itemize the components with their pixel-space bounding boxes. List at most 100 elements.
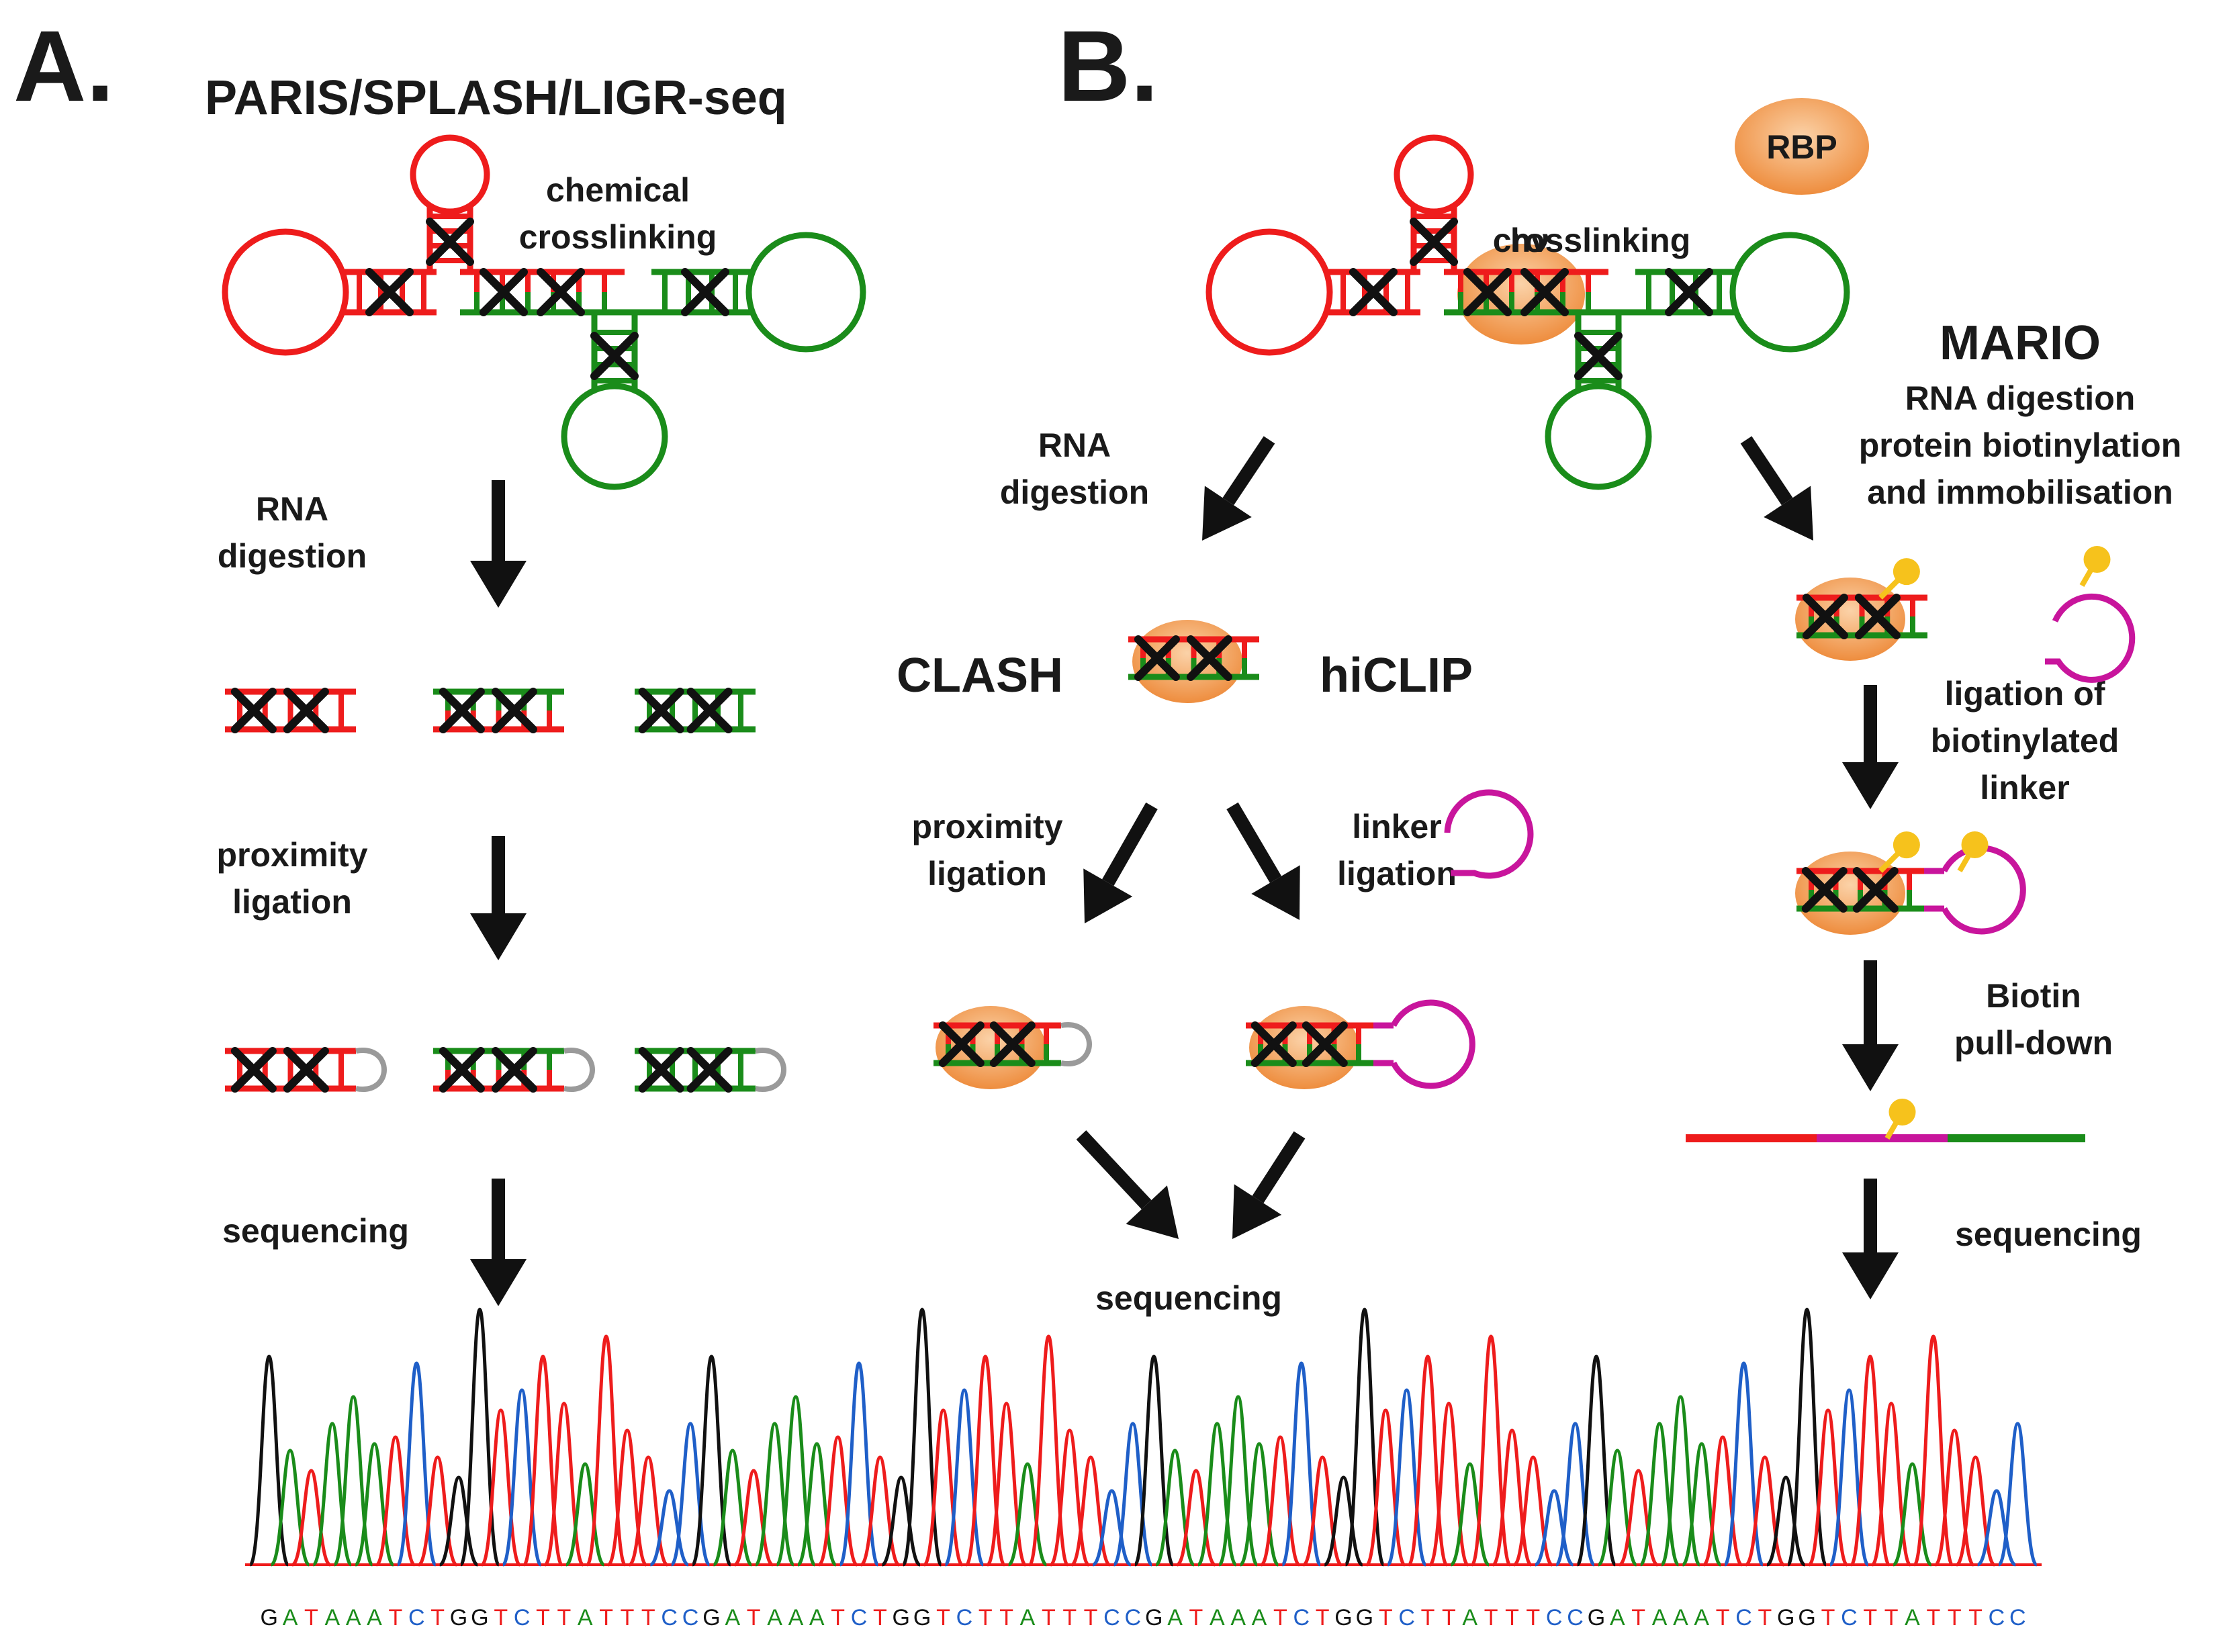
base-letter: G — [1334, 1605, 1352, 1631]
chromatogram-peak-A — [1639, 1422, 1680, 1567]
chromatogram-peak-C — [838, 1361, 880, 1567]
arrow-head — [1202, 486, 1252, 541]
base-letter: A — [1673, 1605, 1688, 1631]
chromatogram-peak-G — [690, 1355, 733, 1567]
chromatogram-peak-C — [1091, 1489, 1132, 1567]
base-letter: T — [978, 1605, 993, 1631]
base-letter: T — [1968, 1605, 1983, 1631]
chromatogram-peak-T — [1028, 1334, 1070, 1567]
digestion-label: digestion — [218, 537, 367, 575]
biotin-ball — [1893, 558, 1920, 586]
clash-label: CLASH — [897, 649, 1063, 702]
crosslink-x — [537, 268, 585, 316]
linker-loop — [1390, 999, 1475, 1089]
chromatogram-peak-G — [1786, 1307, 1828, 1567]
crosslink-x — [1186, 635, 1232, 681]
crosslink-x — [1349, 268, 1398, 316]
base-letter: T — [1273, 1605, 1287, 1631]
base-letter: A — [1020, 1605, 1036, 1631]
digestion-label-b: digestion — [1000, 473, 1149, 511]
base-letter: T — [1316, 1605, 1330, 1631]
chromatogram-peak-T — [1913, 1334, 1954, 1567]
base-letter: T — [1062, 1605, 1077, 1631]
arrow-head — [1126, 1185, 1179, 1239]
chemical-label: chemical — [546, 171, 690, 209]
crosslink-x — [686, 1047, 733, 1093]
linker-label: linker — [1352, 808, 1441, 845]
crosslink-x — [1463, 268, 1512, 316]
base-letter: A — [578, 1605, 593, 1631]
base-letter: G — [1356, 1605, 1373, 1631]
base-letter: T — [389, 1605, 403, 1631]
arrows-a — [470, 480, 527, 1306]
base-letter: T — [621, 1605, 635, 1631]
crosslink-x — [491, 688, 537, 733]
chromatogram-peak-C — [1828, 1388, 1870, 1567]
base-letter: C — [661, 1605, 678, 1631]
crosslink-x — [230, 688, 277, 733]
biotin-linker-icon — [2045, 593, 2136, 683]
crosslink-x — [638, 688, 684, 733]
hairpin-loop — [410, 134, 490, 215]
crosslink-x — [491, 1047, 537, 1093]
ligation-of-label: ligation of — [1945, 675, 2105, 713]
crosslink-x — [1520, 268, 1569, 316]
linker-icon — [1444, 789, 1534, 879]
ligated-loop — [1060, 1022, 1092, 1066]
duplex-fragments-a — [225, 688, 786, 1093]
crosslink-x — [938, 1021, 985, 1067]
base-letter: A — [346, 1605, 361, 1631]
base-letter: C — [408, 1605, 425, 1631]
chromatogram-peak-C — [1534, 1489, 1574, 1567]
rbp-shape — [1735, 98, 1869, 195]
crosslink-x — [365, 268, 414, 316]
rna-label-b: RNA — [1038, 426, 1111, 464]
base-letter: T — [999, 1605, 1013, 1631]
linker-label-mario: linker — [1980, 769, 2069, 807]
base-letter: T — [1821, 1605, 1835, 1631]
base-letter: G — [702, 1605, 720, 1631]
arrow-head — [1842, 1044, 1899, 1091]
base-letter: A — [367, 1605, 382, 1631]
crosslinking-label: crosslinking — [519, 218, 717, 256]
chromatogram-peak-T — [1176, 1469, 1216, 1567]
arrow-shaft — [1226, 802, 1282, 883]
base-letter: T — [1863, 1605, 1877, 1631]
chromatogram-peak-G — [881, 1475, 921, 1567]
panel-a: A. PARIS/SPLASH/LIGR-seq chemical crossl… — [13, 9, 866, 1306]
chromatogram-peak-G — [248, 1355, 290, 1567]
chromatogram-peak-C — [1997, 1422, 2039, 1567]
arrow-head — [1083, 868, 1133, 923]
rna-label: RNA — [256, 490, 328, 528]
arrow-shaft — [1252, 1131, 1306, 1203]
linker-loop — [1941, 845, 2026, 935]
chromatogram-peak-T — [922, 1408, 964, 1567]
hairpin-loop — [745, 232, 866, 353]
arrow-shaft — [1222, 436, 1275, 506]
base-letter: A — [1167, 1605, 1183, 1631]
ligation-label-b: ligation — [927, 855, 1047, 892]
base-letter: T — [747, 1605, 761, 1631]
chromatogram-peak-A — [1892, 1462, 1933, 1567]
base-letter: T — [430, 1605, 445, 1631]
linker-ligation-label: ligation — [1337, 855, 1457, 892]
base-letter: T — [304, 1605, 318, 1631]
chromatogram-peak-G — [439, 1475, 479, 1567]
crosslink-x — [1801, 867, 1848, 913]
chromatogram-peak-C — [944, 1388, 985, 1567]
chromatogram-peak-T — [1619, 1469, 1659, 1567]
chromatogram-peak-C — [1385, 1388, 1428, 1567]
biotinylated-label: biotinylated — [1931, 722, 2120, 760]
crosslinked-rna-structure — [222, 134, 866, 490]
base-letter: T — [1379, 1605, 1393, 1631]
chromatogram-peak-C — [1976, 1489, 2017, 1567]
arrow-shaft — [1076, 1130, 1152, 1209]
arrow-shaft — [1102, 802, 1158, 886]
chromatogram-peak-G — [1323, 1475, 1364, 1567]
chromatogram-peak-T — [585, 1334, 627, 1567]
hairpin-loop — [1205, 228, 1333, 356]
chromatogram-peak-C — [1723, 1361, 1765, 1567]
chromatogram-peak-G — [901, 1307, 943, 1567]
